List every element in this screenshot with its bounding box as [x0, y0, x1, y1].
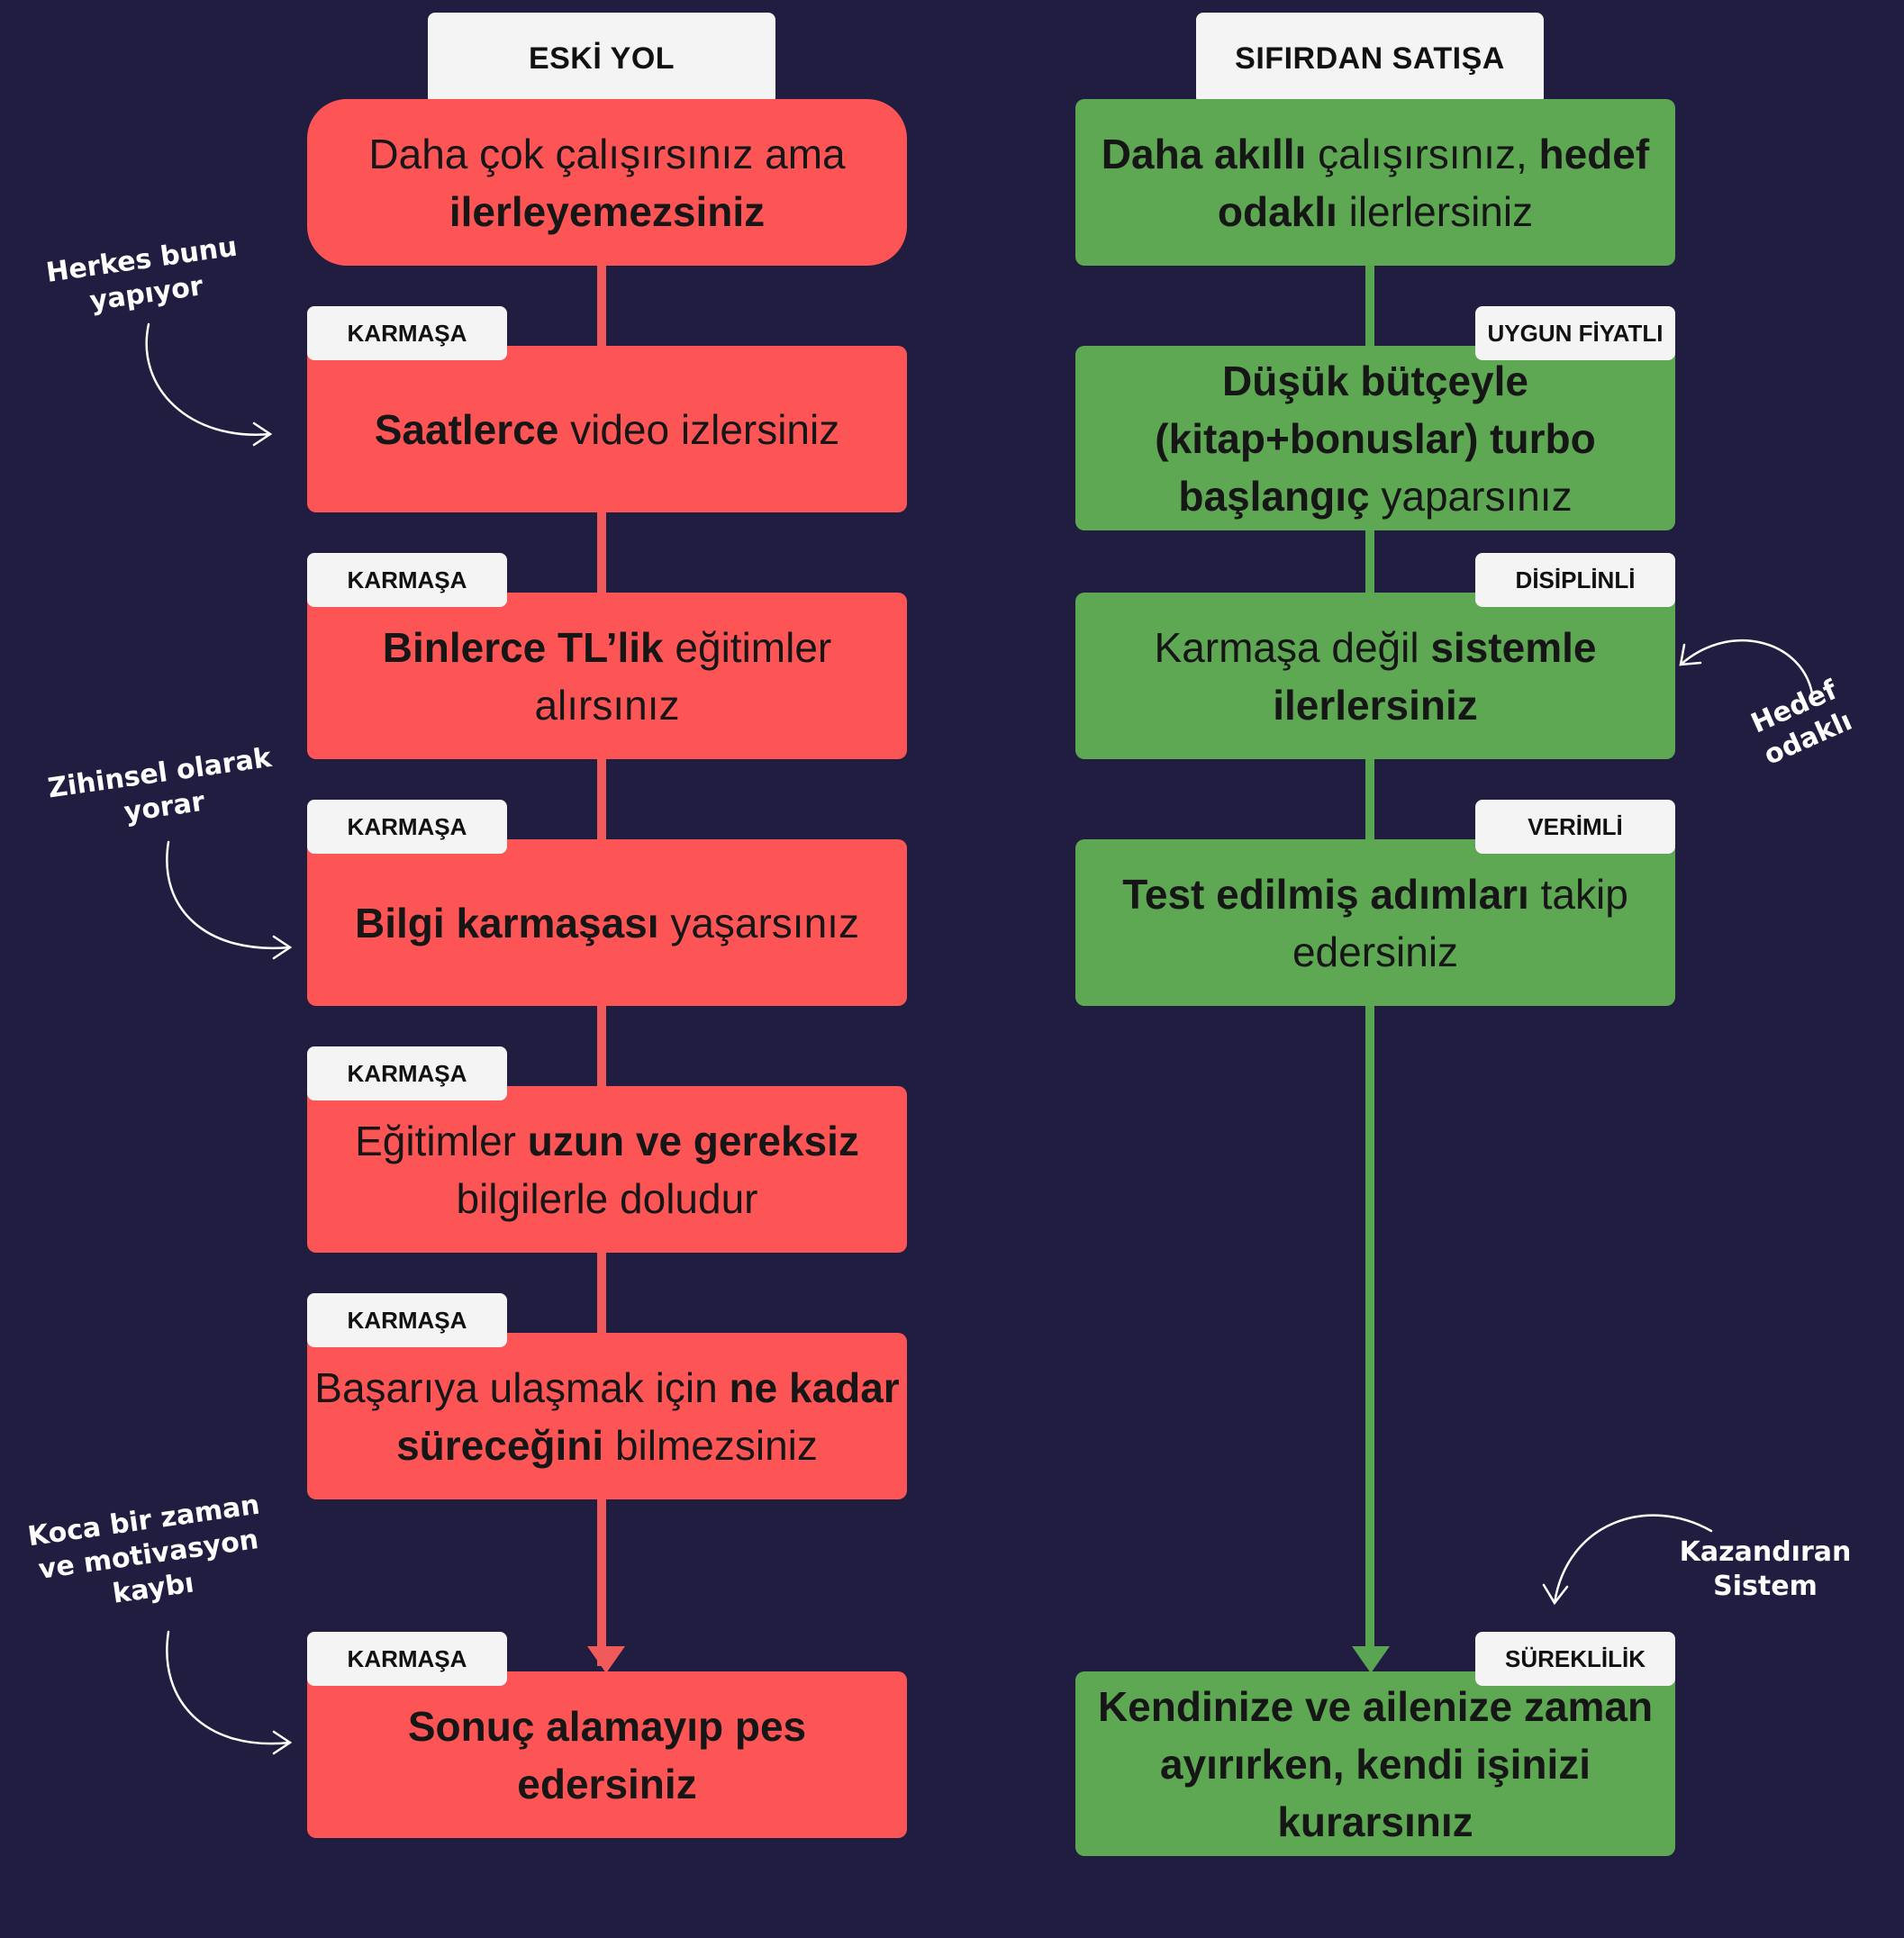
left-box-1: Daha çok çalışırsınız ama ilerleyemezsin…: [307, 99, 907, 266]
left-tag-6: KARMAŞA: [307, 1293, 507, 1347]
curved-arrow-2-icon: [166, 840, 292, 950]
bold-text-run: uzun ve gereksiz: [527, 1117, 859, 1164]
box-text: Binlerce TL’lik eğitimler alırsınız: [311, 619, 903, 734]
box-text: Karmaşa değil sistemle ilerlersiniz: [1129, 619, 1621, 734]
bold-text-run: Sonuç alamayıp pes edersiniz: [407, 1702, 807, 1807]
left-box-5: Eğitimler uzun ve gereksiz bilgilerle do…: [307, 1086, 907, 1253]
text-run: Daha çok çalışırsınız ama: [368, 130, 846, 177]
bold-text-run: hedef odaklı: [1217, 130, 1650, 235]
right-box-4: Test edilmiş adımları takip edersiniz: [1075, 839, 1675, 1006]
right-header: SIFIRDAN SATIŞA: [1196, 13, 1544, 104]
text-run: bilgilerle doludur: [456, 1174, 758, 1222]
text-run: eğitimler alırsınız: [534, 623, 832, 729]
curved-arrow-2-head-icon: [272, 935, 293, 960]
right-tag-5: SÜREKLİLİK: [1475, 1632, 1675, 1686]
curved-arrow-3-icon: [166, 1630, 292, 1745]
text-run: çalışırsınız,: [1306, 130, 1539, 177]
text-run: Karmaşa değil: [1154, 623, 1431, 671]
box-text: Düşük bütçeyle (kitap+bonuslar) turbo ba…: [1129, 352, 1621, 525]
box-text: Başarıya ulaşmak için ne kadar süreceğin…: [311, 1359, 903, 1474]
right-tag-4: VERİMLİ: [1475, 800, 1675, 854]
box-text: Kendinize ve ailenize zaman ayırırken, k…: [1079, 1678, 1672, 1851]
right-box-1: Daha akıllı çalışırsınız, hedef odaklı i…: [1075, 99, 1675, 266]
box-text: Eğitimler uzun ve gereksiz bilgilerle do…: [311, 1112, 903, 1227]
text-run: Başarıya ulaşmak için: [314, 1363, 730, 1411]
bold-text-run: Saatlerce: [374, 405, 559, 453]
note-kazandiran-sistem: Kazandıran Sistem: [1679, 1536, 1852, 1602]
text-run: takip edersiniz: [1292, 870, 1628, 975]
text-run: Eğitimler: [355, 1117, 528, 1164]
bold-text-run: Test edilmiş adımları: [1122, 870, 1529, 918]
left-box-6: Başarıya ulaşmak için ne kadar süreceğin…: [307, 1333, 907, 1499]
box-text: Saatlerce video izlersiniz: [375, 401, 840, 458]
left-box-4: Bilgi karmaşası yaşarsınız: [307, 839, 907, 1006]
curved-arrow-3-head-icon: [272, 1730, 293, 1755]
bold-text-run: sistemle ilerlersiniz: [1273, 623, 1597, 729]
curved-arrow-4-head-icon: [1679, 643, 1702, 666]
left-tag-7: KARMAŞA: [307, 1632, 507, 1686]
box-text: Daha çok çalışırsınız ama ilerleyemezsin…: [311, 125, 903, 240]
left-box-3: Binlerce TL’lik eğitimler alırsınız: [307, 593, 907, 759]
curved-arrow-1-icon: [145, 322, 272, 436]
bold-text-run: ne kadar süreceğini: [396, 1363, 900, 1469]
box-text: Daha akıllı çalışırsınız, hedef odaklı i…: [1079, 125, 1672, 240]
left-box-7: Sonuç alamayıp pes edersiniz: [307, 1671, 907, 1838]
text-run: ilerlersiniz: [1337, 187, 1534, 235]
left-header: ESKİ YOL: [428, 13, 775, 104]
left-tag-5: KARMAŞA: [307, 1046, 507, 1100]
curved-arrow-5-icon: [1553, 1514, 1713, 1605]
box-text: Test edilmiş adımları takip edersiniz: [1111, 865, 1639, 981]
box-text: Sonuç alamayıp pes edersiniz: [370, 1698, 844, 1813]
right-tag-3: DİSİPLİNLİ: [1475, 553, 1675, 607]
bold-text-run: Binlerce TL’lik: [382, 623, 664, 671]
right-box-2: Düşük bütçeyle (kitap+bonuslar) turbo ba…: [1075, 346, 1675, 530]
bold-text-run: Düşük bütçeyle (kitap+bonuslar) turbo ba…: [1155, 357, 1596, 520]
right-box-5: Kendinize ve ailenize zaman ayırırken, k…: [1075, 1671, 1675, 1856]
curved-arrow-4-icon: [1679, 638, 1814, 695]
bold-text-run: Bilgi karmaşası: [355, 899, 659, 946]
curved-arrow-1-head-icon: [252, 421, 273, 447]
text-run: bilmezsiniz: [603, 1421, 818, 1469]
curved-arrow-5-head-icon: [1542, 1583, 1569, 1606]
left-tag-3: KARMAŞA: [307, 553, 507, 607]
bold-text-run: ilerleyemezsiniz: [449, 187, 766, 235]
text-run: video izlersiniz: [558, 405, 840, 453]
text-run: yaşarsınız: [658, 899, 859, 946]
left-arrowhead-icon: [587, 1646, 625, 1673]
right-arrowhead-icon: [1352, 1646, 1390, 1673]
right-tag-2: UYGUN FİYATLI: [1475, 306, 1675, 360]
left-tag-2: KARMAŞA: [307, 306, 507, 360]
right-box-3: Karmaşa değil sistemle ilerlersiniz: [1075, 593, 1675, 759]
left-box-2: Saatlerce video izlersiniz: [307, 346, 907, 512]
bold-text-run: Daha akıllı: [1101, 130, 1307, 177]
bold-text-run: Kendinize ve ailenize zaman ayırırken, k…: [1097, 1682, 1654, 1845]
box-text: Bilgi karmaşası yaşarsınız: [355, 894, 859, 952]
left-tag-4: KARMAŞA: [307, 800, 507, 854]
text-run: yaparsınız: [1369, 472, 1573, 520]
